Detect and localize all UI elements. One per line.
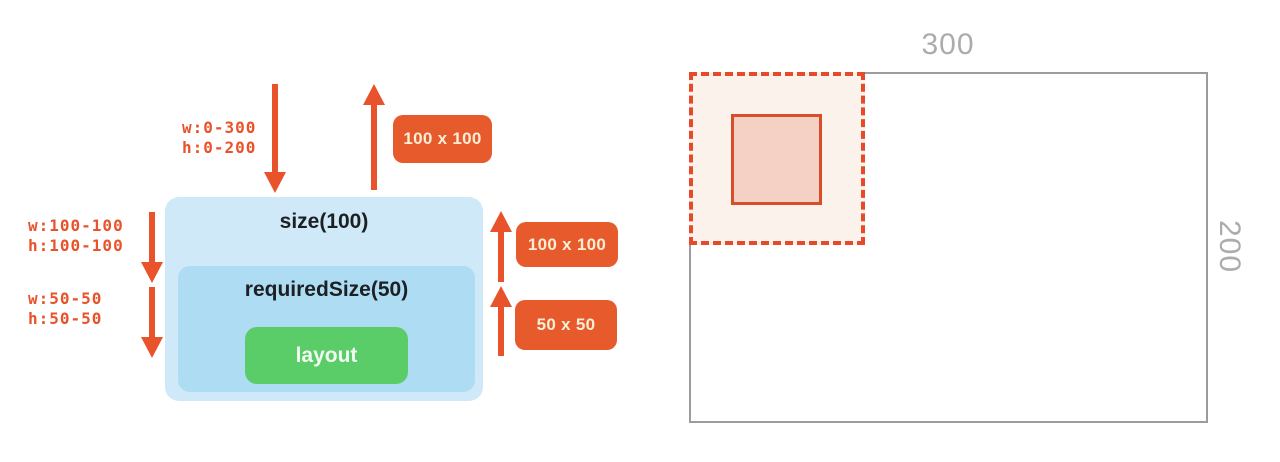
size-badge-size-modifier: 100 x 100: [516, 222, 618, 267]
size-badge-outer: 100 x 100: [393, 115, 492, 163]
constraint-line-height: h:0-200: [182, 138, 257, 157]
arrow-up-icon: [488, 286, 514, 356]
arrow-down-icon: [139, 287, 165, 358]
arrow-up-icon: [361, 84, 387, 190]
layout-square: [731, 114, 822, 205]
layout-node: layout: [245, 327, 408, 384]
constraint-line-height: h:50-50: [28, 309, 103, 328]
layout-label: layout: [295, 343, 358, 367]
size-badge-required-size: 50 x 50: [515, 300, 617, 350]
constraint-line-width: w:50-50: [28, 289, 103, 308]
constraint-line-width: w:100-100: [28, 216, 124, 235]
size-modifier-box: size(100) requiredSize(50) layout: [165, 197, 483, 401]
constraint-line-width: w:0-300: [182, 118, 257, 137]
constraint-line-height: h:100-100: [28, 236, 124, 255]
parent-height-label: 200: [1213, 220, 1246, 274]
arrow-down-icon: [262, 84, 288, 193]
arrow-up-icon: [488, 211, 514, 282]
parent-width-label: 300: [921, 28, 975, 61]
required-size-modifier-box: requiredSize(50) layout: [178, 266, 475, 392]
arrow-down-icon: [139, 212, 165, 283]
required-size-modifier-label: requiredSize(50): [244, 278, 409, 301]
size-modifier-label: size(100): [279, 210, 369, 233]
